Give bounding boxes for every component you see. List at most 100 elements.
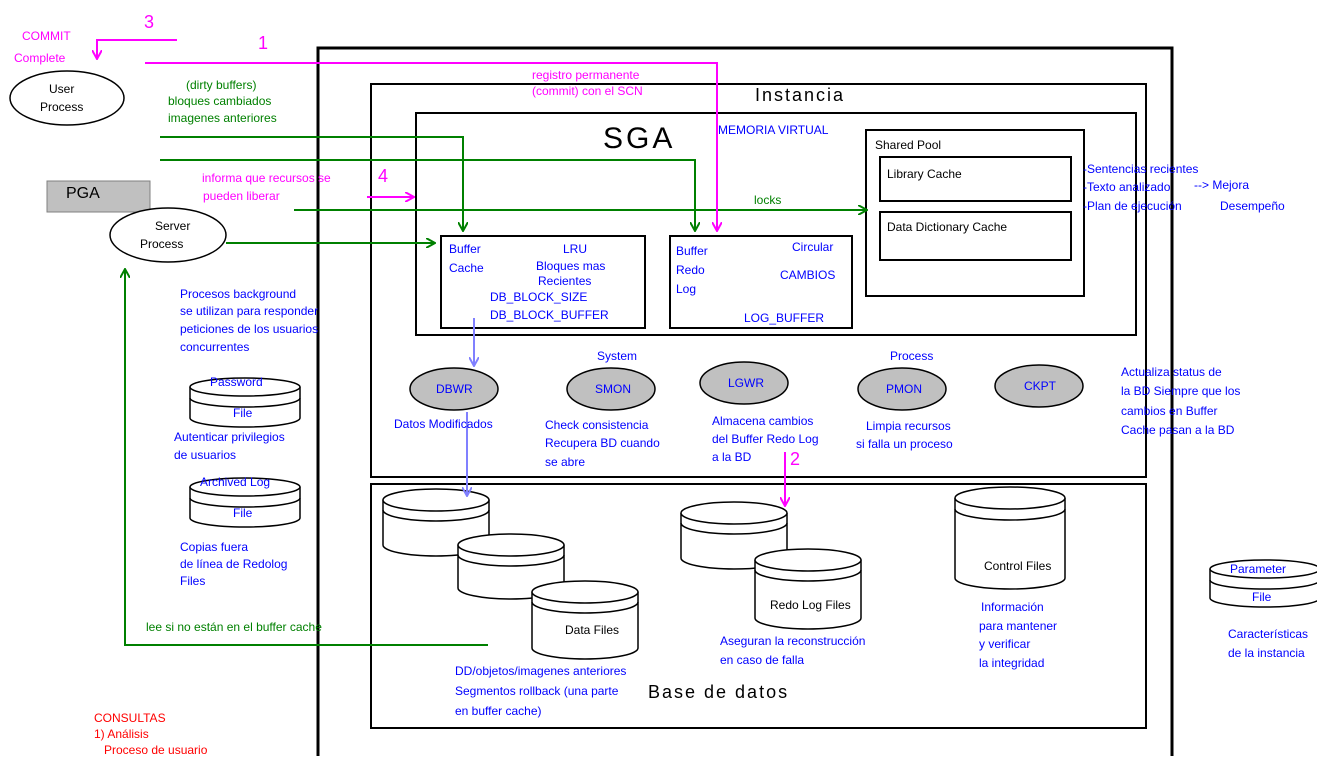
consultas-title: CONSULTAS [94, 711, 166, 725]
password-file-top: Password [210, 375, 263, 389]
bloques-label-2: Recientes [538, 274, 592, 288]
lgwr-label: LGWR [728, 376, 764, 390]
instancia-title: Instancia [755, 85, 846, 105]
password-desc-2: de usuarios [174, 448, 237, 462]
redo-log-box [669, 235, 853, 329]
step-1-label: 1 [258, 33, 269, 53]
ckpt-desc-1: Actualiza status de [1121, 365, 1222, 379]
library-cache-label: Library Cache [887, 167, 962, 181]
informa-label-1: informa que recursos se [202, 171, 331, 185]
pga-label: PGA [66, 185, 100, 202]
step-2-label: 2 [790, 449, 801, 469]
db-block-buffer-label: DB_BLOCK_BUFFER [490, 308, 609, 322]
procesos-label-1: Procesos background [180, 287, 297, 301]
dictionary-cache-box [879, 211, 1072, 261]
data-files-label: Data Files [565, 623, 620, 637]
redo-files-desc-1: Aseguran la reconstrucción [720, 634, 866, 648]
data-files-desc-3: en buffer cache) [455, 704, 542, 718]
step-4-label: 4 [378, 166, 389, 186]
process-label: Process [890, 349, 934, 363]
user-process-ellipse [9, 70, 125, 126]
dbwr-ellipse [409, 367, 499, 411]
archived-file-label: File [233, 506, 253, 520]
registro-label-2: (commit) con el SCN [532, 84, 643, 98]
parameter-file-top: Parameter [1230, 562, 1287, 576]
smon-ellipse [566, 367, 656, 411]
commit-label: COMMIT [22, 29, 71, 43]
data-file-cylinder-2 [457, 533, 565, 600]
registro-label-1: registro permanente [532, 68, 640, 82]
sga-box [415, 112, 1137, 336]
lgwr-desc-3: a la BD [712, 450, 752, 464]
arrow-registro-1 [145, 62, 717, 230]
smon-desc-1: Check consistencia [545, 418, 649, 432]
ckpt-label: CKPT [1024, 379, 1057, 393]
library-cache-box [879, 156, 1072, 202]
arrow-commit-3 [97, 39, 177, 58]
parameter-desc-2: de la instancia [1228, 646, 1305, 660]
control-files-desc-2: para mantener [979, 619, 1058, 633]
lgwr-desc-2: del Buffer Redo Log [712, 432, 819, 446]
desempeno-label: Desempeño [1220, 199, 1285, 213]
pga-box [46, 180, 151, 213]
ckpt-desc-4: Cache pasan a la BD [1121, 423, 1235, 437]
server-process-label-2: Process [140, 237, 184, 251]
control-files-desc-1: Información [981, 600, 1044, 614]
data-files-desc-2: Segmentos rollback (una parte [455, 684, 619, 698]
smon-desc-3: se abre [545, 455, 586, 469]
redo-buffer-label-2: Redo [676, 263, 705, 277]
arrow-user-to-redo [160, 159, 695, 230]
server-process-ellipse [109, 207, 227, 263]
step-3-label: 3 [144, 12, 155, 32]
mejora-label: --> Mejora [1194, 178, 1250, 192]
procesos-label-3: peticiones de los usuarios [180, 322, 319, 336]
parameter-desc-1: Características [1228, 627, 1309, 641]
dbwr-label: DBWR [436, 382, 473, 396]
buffer-cache-box [440, 235, 646, 329]
ckpt-desc-3: cambios en Buffer [1121, 404, 1218, 418]
procesos-label-4: concurrentes [180, 340, 250, 354]
arrow-lee [125, 270, 488, 646]
lgwr-ellipse [699, 361, 789, 405]
consultas-line-1: 1) Análisis [94, 727, 149, 741]
password-file-cylinder [189, 377, 301, 428]
dirty-label-1: (dirty buffers) [186, 78, 257, 92]
redo-buffer-label-3: Log [676, 282, 697, 296]
commit-complete-label: Complete [14, 51, 66, 65]
parameter-file-label: File [1252, 590, 1272, 604]
user-process-label-1: User [49, 82, 75, 96]
pmon-desc-1: Limpia recursos [866, 419, 951, 433]
redo-files-desc-2: en caso de falla [720, 653, 805, 667]
sentencias-label-1: -Sentencias recientes [1083, 162, 1199, 176]
dirty-label-2: bloques cambiados [168, 94, 272, 108]
circular-label: Circular [792, 240, 834, 254]
archived-desc-2: de línea de Redolog [180, 557, 288, 571]
lru-label: LRU [563, 242, 588, 256]
lee-label: lee si no están en el buffer cache [146, 620, 322, 634]
log-buffer-label: LOG_BUFFER [744, 311, 825, 325]
control-file-cylinder [954, 486, 1066, 590]
ckpt-ellipse [994, 364, 1084, 408]
control-files-desc-4: la integridad [979, 656, 1045, 670]
outer-frame [316, 46, 1174, 756]
archived-desc-3: Files [180, 574, 206, 588]
instancia-box [370, 83, 1147, 478]
sentencias-label-3: -Plan de ejecución [1083, 199, 1182, 213]
sga-title: SGA [603, 122, 676, 155]
memoria-virtual-label: MEMORIA VIRTUAL [718, 123, 829, 137]
locks-label: locks [754, 193, 782, 207]
password-desc-1: Autenticar privilegios [174, 430, 285, 444]
pmon-desc-2: si falla un proceso [856, 437, 953, 451]
pmon-ellipse [857, 367, 947, 411]
db-block-size-label: DB_BLOCK_SIZE [490, 290, 588, 304]
consultas-line-2: Proceso de usuario [104, 743, 208, 757]
archived-file-cylinder [189, 477, 301, 528]
shared-pool-title: Shared Pool [875, 138, 942, 152]
control-files-label: Control Files [984, 559, 1052, 573]
informa-label-2: pueden liberar [203, 189, 280, 203]
control-files-desc-3: y verificar [979, 637, 1031, 651]
archived-desc-1: Copias fuera [180, 540, 249, 554]
cambios-label: CAMBIOS [780, 268, 836, 282]
arrow-dirty-to-buffer [160, 136, 463, 230]
